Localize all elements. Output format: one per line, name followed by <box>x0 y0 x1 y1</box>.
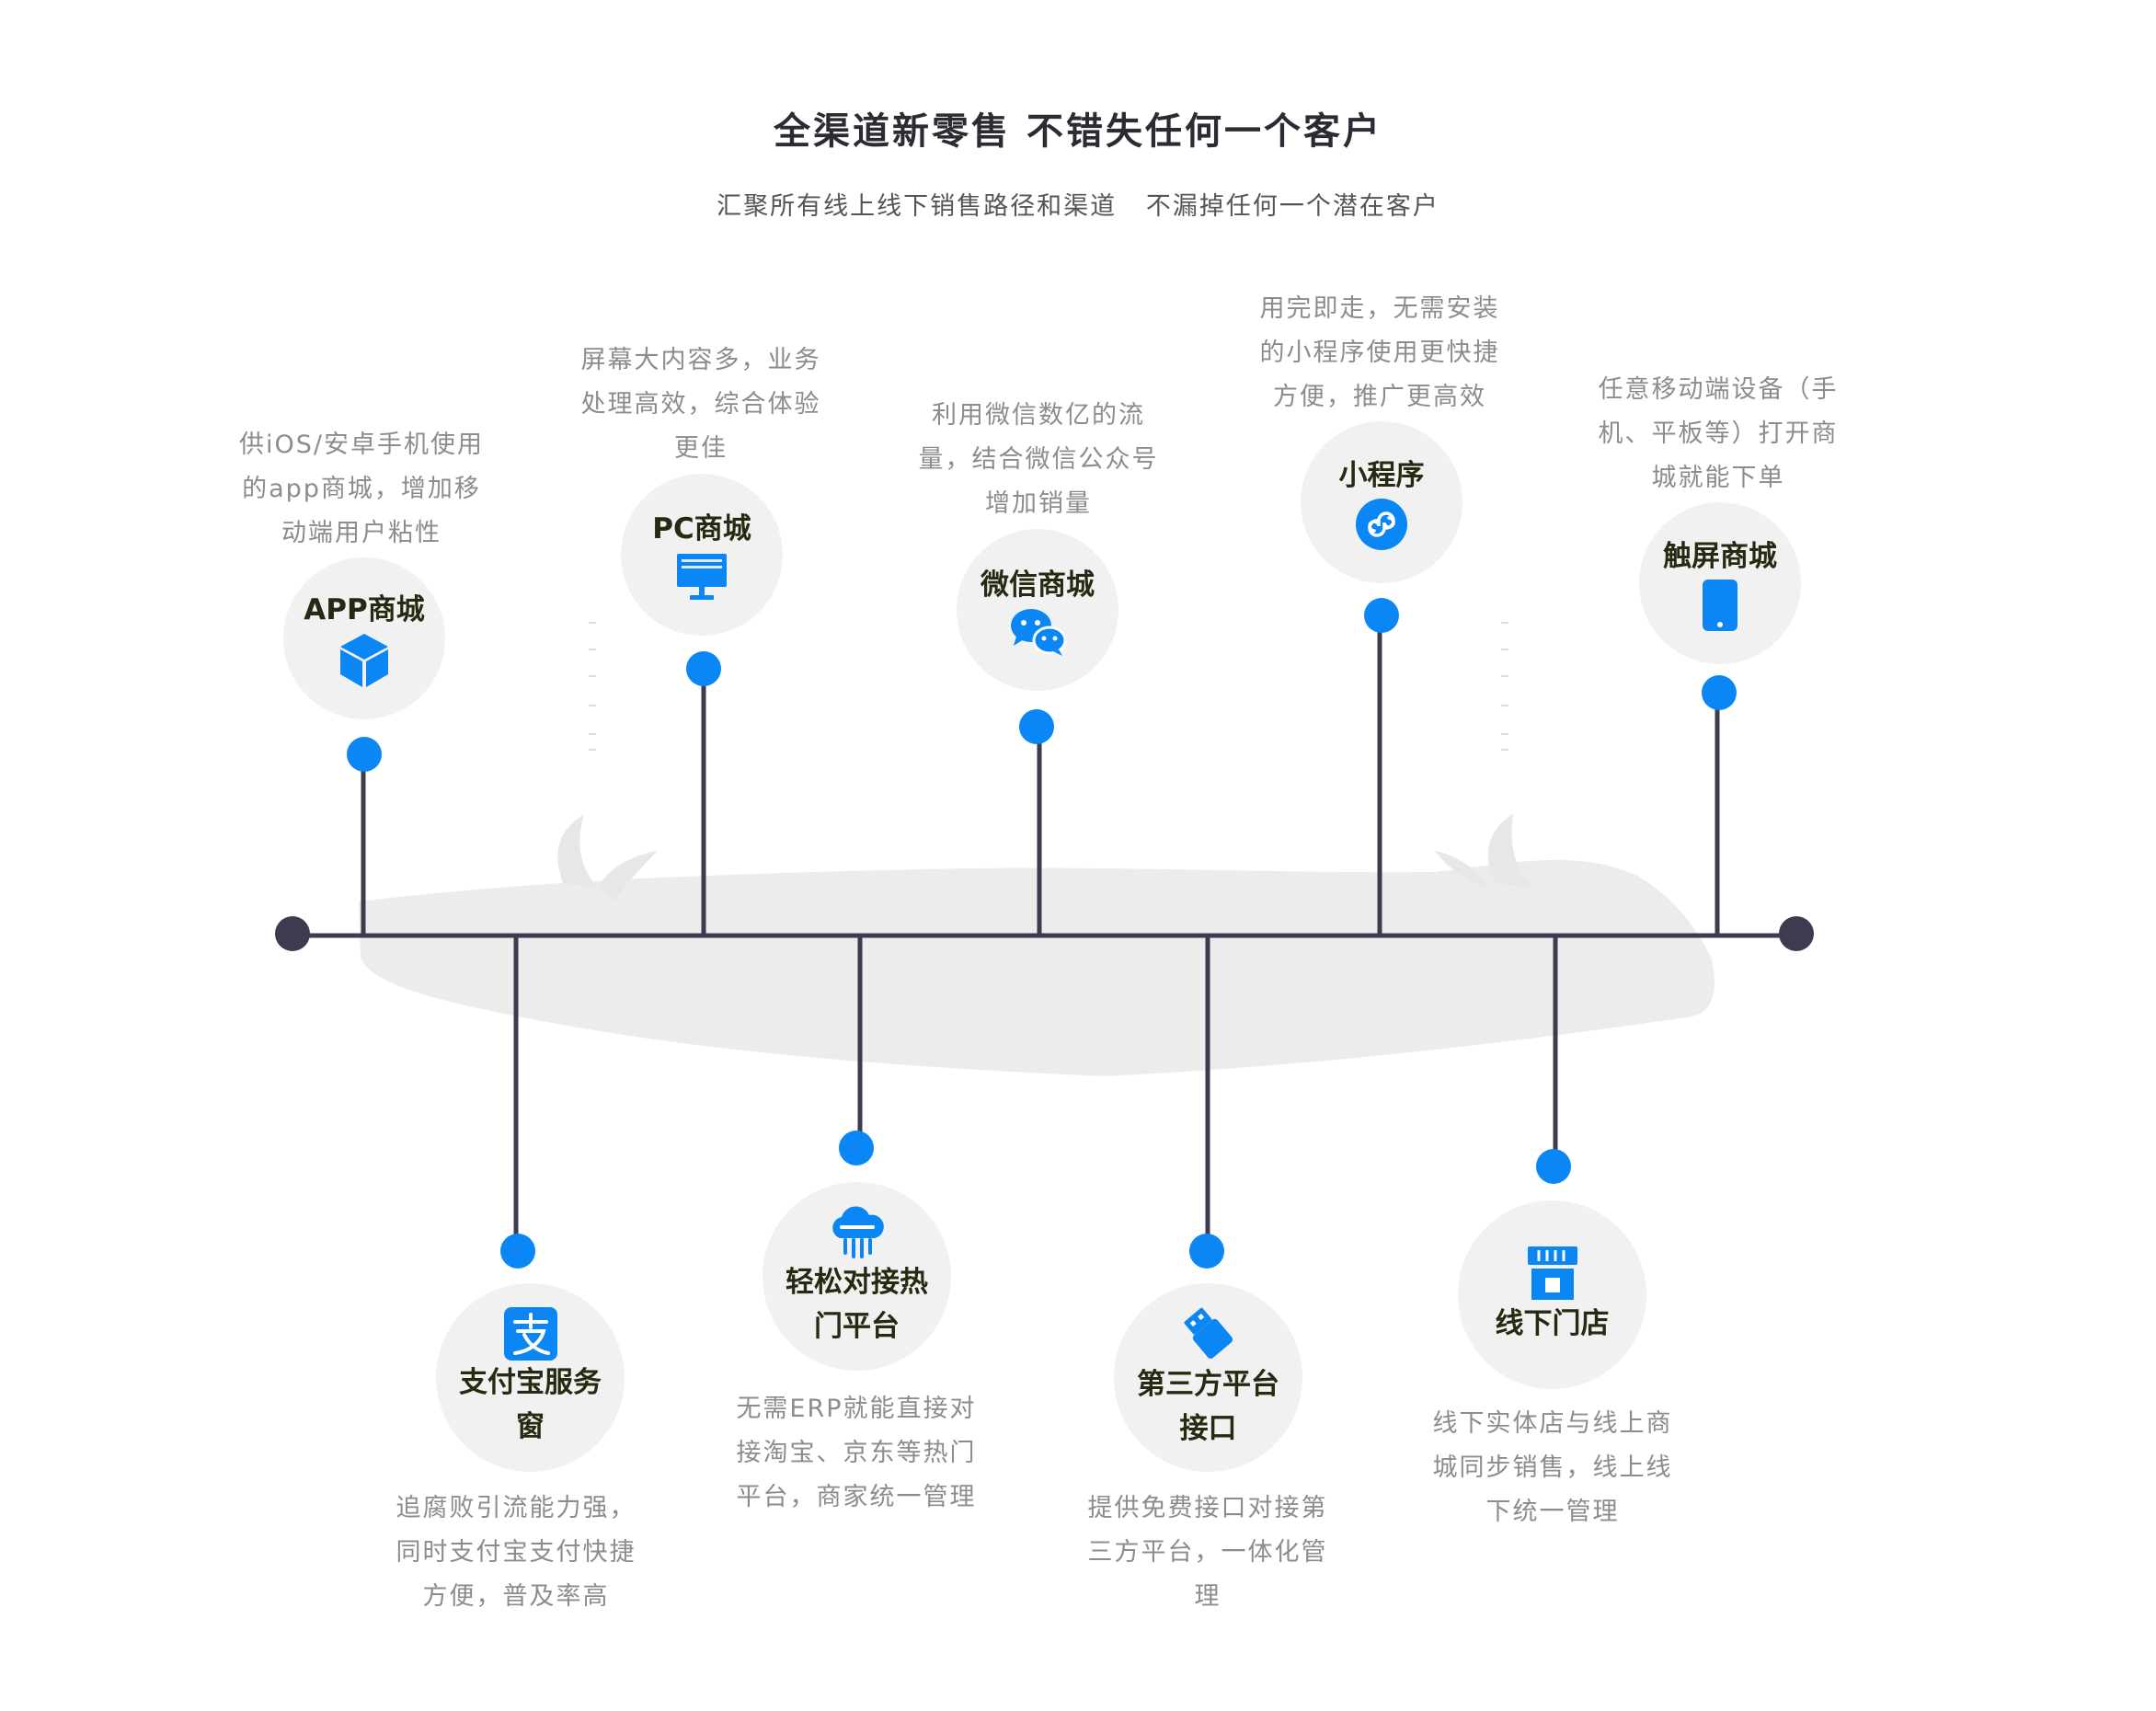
pc-store-description: 屏幕大内容多，业务 处理高效，综合体验 更佳 <box>580 346 821 463</box>
mini-program-description: 用完即走，无需安装 的小程序使用更快捷 方便，推广更高效 <box>1259 294 1500 411</box>
hot-platform-description: 无需ERP就能直接对 接淘宝、京东等热门 平台，商家统一管理 <box>736 1395 977 1511</box>
hot-platform-label: 轻松对接热 门平台 <box>786 1265 928 1343</box>
third-party-description: 提供免费接口对接第 三方平台，一体化管 理 <box>1087 1494 1328 1611</box>
top-dot-1 <box>347 737 382 772</box>
hot-platform-node: 轻松对接热 门平台 <box>763 1182 951 1371</box>
pc-store-node: PC商城 <box>621 474 783 636</box>
wechat-icon <box>1011 609 1066 656</box>
top-dot-4 <box>1364 598 1399 633</box>
app-store-node: APP商城 <box>283 557 445 719</box>
usb-icon <box>1184 1307 1233 1359</box>
top-dot-2 <box>686 651 721 686</box>
store-icon <box>1527 1246 1577 1300</box>
pc-store-label: PC商城 <box>652 512 751 545</box>
touch-store-node: 触屏商城 <box>1639 502 1801 664</box>
bottom-dot-3 <box>1189 1234 1224 1269</box>
touch-store-description: 任意移动端设备（手 机、平板等）打开商 城就能下单 <box>1598 375 1839 492</box>
dashed-guides <box>589 622 1508 751</box>
cloud-icon <box>831 1205 884 1258</box>
wechat-store-label: 微信商城 <box>981 568 1095 602</box>
third-party-label: 第三方平台 接口 <box>1137 1367 1279 1445</box>
cube-icon <box>340 634 388 687</box>
map-accent-right <box>1435 814 1531 888</box>
bottom-dot-2 <box>839 1131 874 1166</box>
top-dot-5 <box>1702 675 1737 710</box>
offline-store-description: 线下实体店与线上商 城同步销售，线上线 下统一管理 <box>1432 1409 1673 1526</box>
top-connectors <box>361 616 1720 936</box>
page-subtitle: 汇聚所有线上线下销售路径和渠道 不漏掉任何一个潜在客户 <box>717 192 1439 221</box>
bottom-connectors <box>513 936 1558 1251</box>
background-map-shape <box>359 859 1714 1076</box>
map-accent-left <box>557 814 658 901</box>
mini-program-node: 小程序 <box>1301 421 1462 583</box>
timeline-start-dot <box>275 916 310 951</box>
wechat-store-description: 利用微信数亿的流 量，结合微信公众号 增加销量 <box>918 401 1159 518</box>
app-store-description: 供iOS/安卓手机使用 的app商城，增加移 动端用户粘性 <box>239 431 484 547</box>
app-store-label: APP商城 <box>304 593 425 626</box>
wechat-store-node: 微信商城 <box>957 529 1118 691</box>
alipay-node: 支付宝服务 窗 <box>436 1283 625 1472</box>
mini-program-icon <box>1356 499 1407 550</box>
third-party-node: 第三方平台 接口 <box>1114 1283 1302 1472</box>
touch-store-label: 触屏商城 <box>1663 540 1777 573</box>
timeline-end-dot <box>1779 916 1814 951</box>
bottom-dot-1 <box>500 1234 535 1269</box>
alipay-description: 追腐败引流能力强， 同时支付宝支付快捷 方便，普及率高 <box>396 1494 636 1611</box>
mini-program-label: 小程序 <box>1338 459 1425 492</box>
bottom-dot-4 <box>1536 1149 1571 1184</box>
offline-store-node: 线下门店 <box>1458 1200 1646 1389</box>
alipay-label: 支付宝服务 窗 <box>459 1365 602 1443</box>
top-dot-3 <box>1019 709 1054 744</box>
offline-store-label: 线下门店 <box>1495 1306 1610 1340</box>
page-title: 全渠道新零售 不错失任何一个客户 <box>774 110 1382 153</box>
alipay-icon <box>503 1306 557 1361</box>
phone-icon <box>1703 580 1737 631</box>
monitor-icon <box>677 554 727 600</box>
